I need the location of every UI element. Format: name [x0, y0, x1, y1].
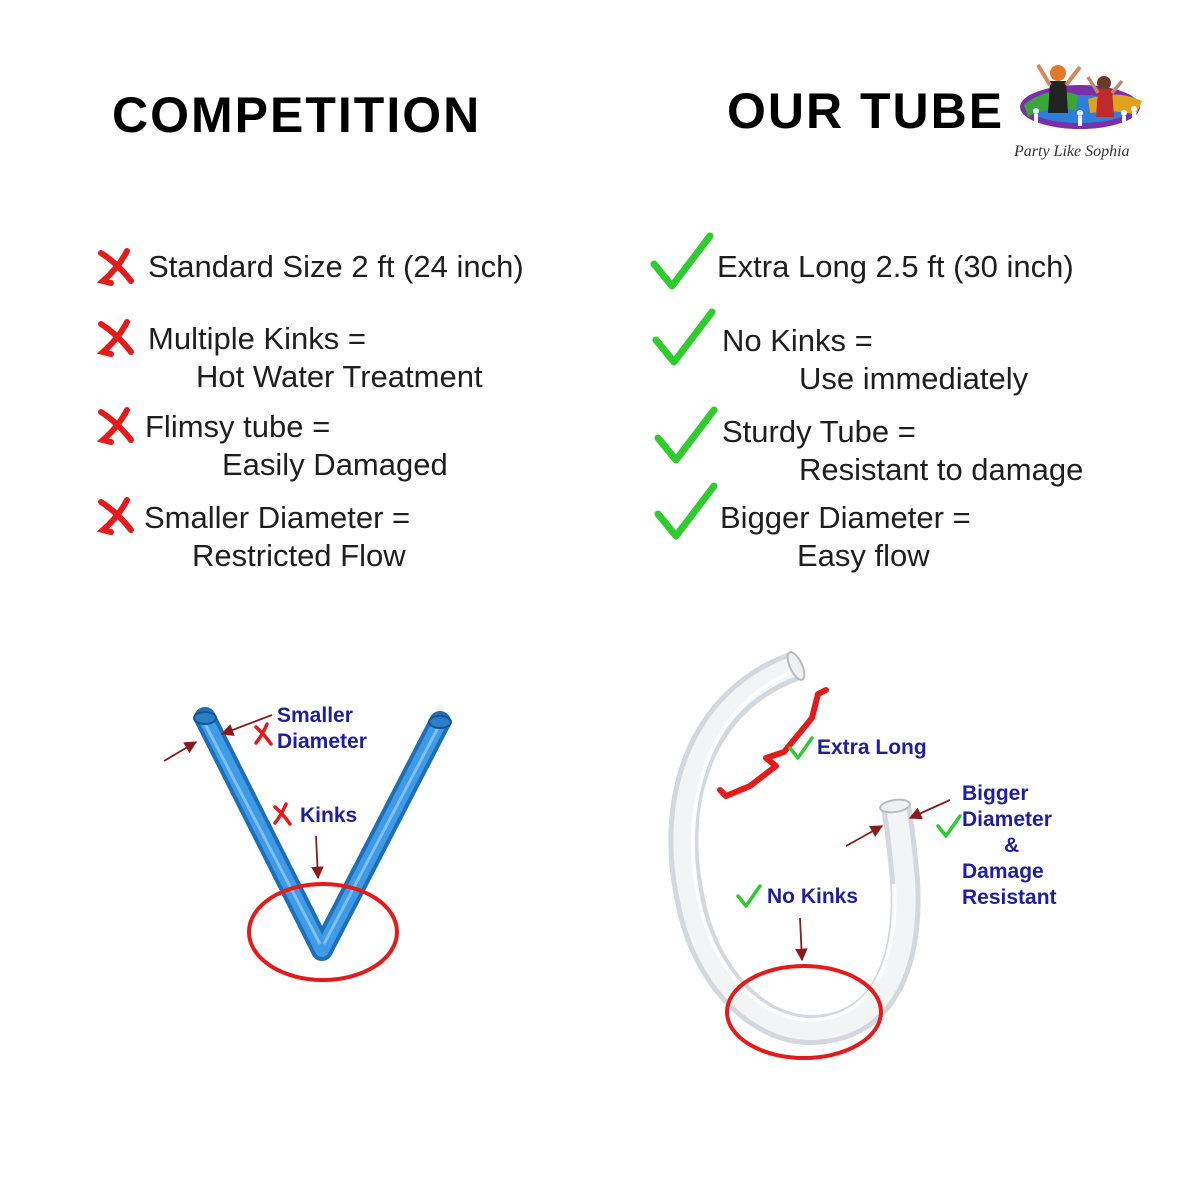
competition-feature-3: Flimsy tube = Easily Damaged — [145, 409, 448, 482]
cross-icon — [273, 802, 292, 826]
cross-icon — [97, 319, 134, 357]
brand-name: Party Like Sophia — [1014, 143, 1130, 160]
check-icon — [788, 736, 814, 760]
check-icon — [736, 884, 762, 908]
cross-icon — [254, 722, 273, 746]
competition-feature-4: Smaller Diameter = Restricted Flow — [144, 500, 411, 573]
no-kinks-label: No Kinks — [767, 885, 859, 908]
extra-long-bracket — [717, 687, 829, 799]
our-tube — [668, 651, 921, 1046]
check-icon — [650, 232, 714, 290]
competitor-tube — [193, 707, 452, 961]
our-diameter-label: Bigger Diameter & Damage Resistant — [962, 782, 1057, 909]
competitor-kinks-label: Kinks — [300, 804, 358, 827]
competitor-diameter-label: Smaller Diameter — [277, 704, 367, 753]
cross-icon — [97, 497, 134, 535]
check-icon — [654, 406, 718, 464]
our-tube-feature-2: No Kinks = Use immediately — [722, 323, 1029, 396]
check-icon — [936, 814, 962, 838]
our-tube-feature-3: Sturdy Tube = Resistant to damage — [722, 414, 1084, 487]
competition-heading: COMPETITION — [112, 87, 482, 143]
our-diameter-arrow-left — [845, 825, 884, 847]
our-tube-feature-1: Extra Long 2.5 ft (30 inch) — [717, 249, 1074, 284]
brand-logo — [1018, 55, 1148, 145]
our-diameter-arrow-right — [908, 799, 951, 820]
no-kinks-highlight-circle — [725, 964, 883, 1060]
competitor-diameter-arrow-right — [220, 714, 273, 736]
competition-feature-2: Multiple Kinks = Hot Water Treatment — [148, 321, 483, 394]
check-icon — [652, 308, 716, 366]
competitor-diameter-arrow-left — [163, 741, 198, 762]
cross-icon — [97, 407, 134, 445]
check-icon — [654, 482, 718, 540]
competitor-kink-highlight-circle — [247, 882, 399, 982]
cross-icon — [97, 248, 134, 286]
dancing-people-logo-icon — [1020, 63, 1142, 129]
our-tube-feature-4: Bigger Diameter = Easy flow — [720, 500, 971, 573]
competitor-kinks-arrow — [311, 835, 324, 880]
no-kinks-arrow — [795, 917, 808, 962]
extra-long-label: Extra Long — [817, 736, 927, 759]
competition-feature-1: Standard Size 2 ft (24 inch) — [148, 249, 524, 284]
our-tube-heading: OUR TUBE — [727, 83, 1005, 139]
